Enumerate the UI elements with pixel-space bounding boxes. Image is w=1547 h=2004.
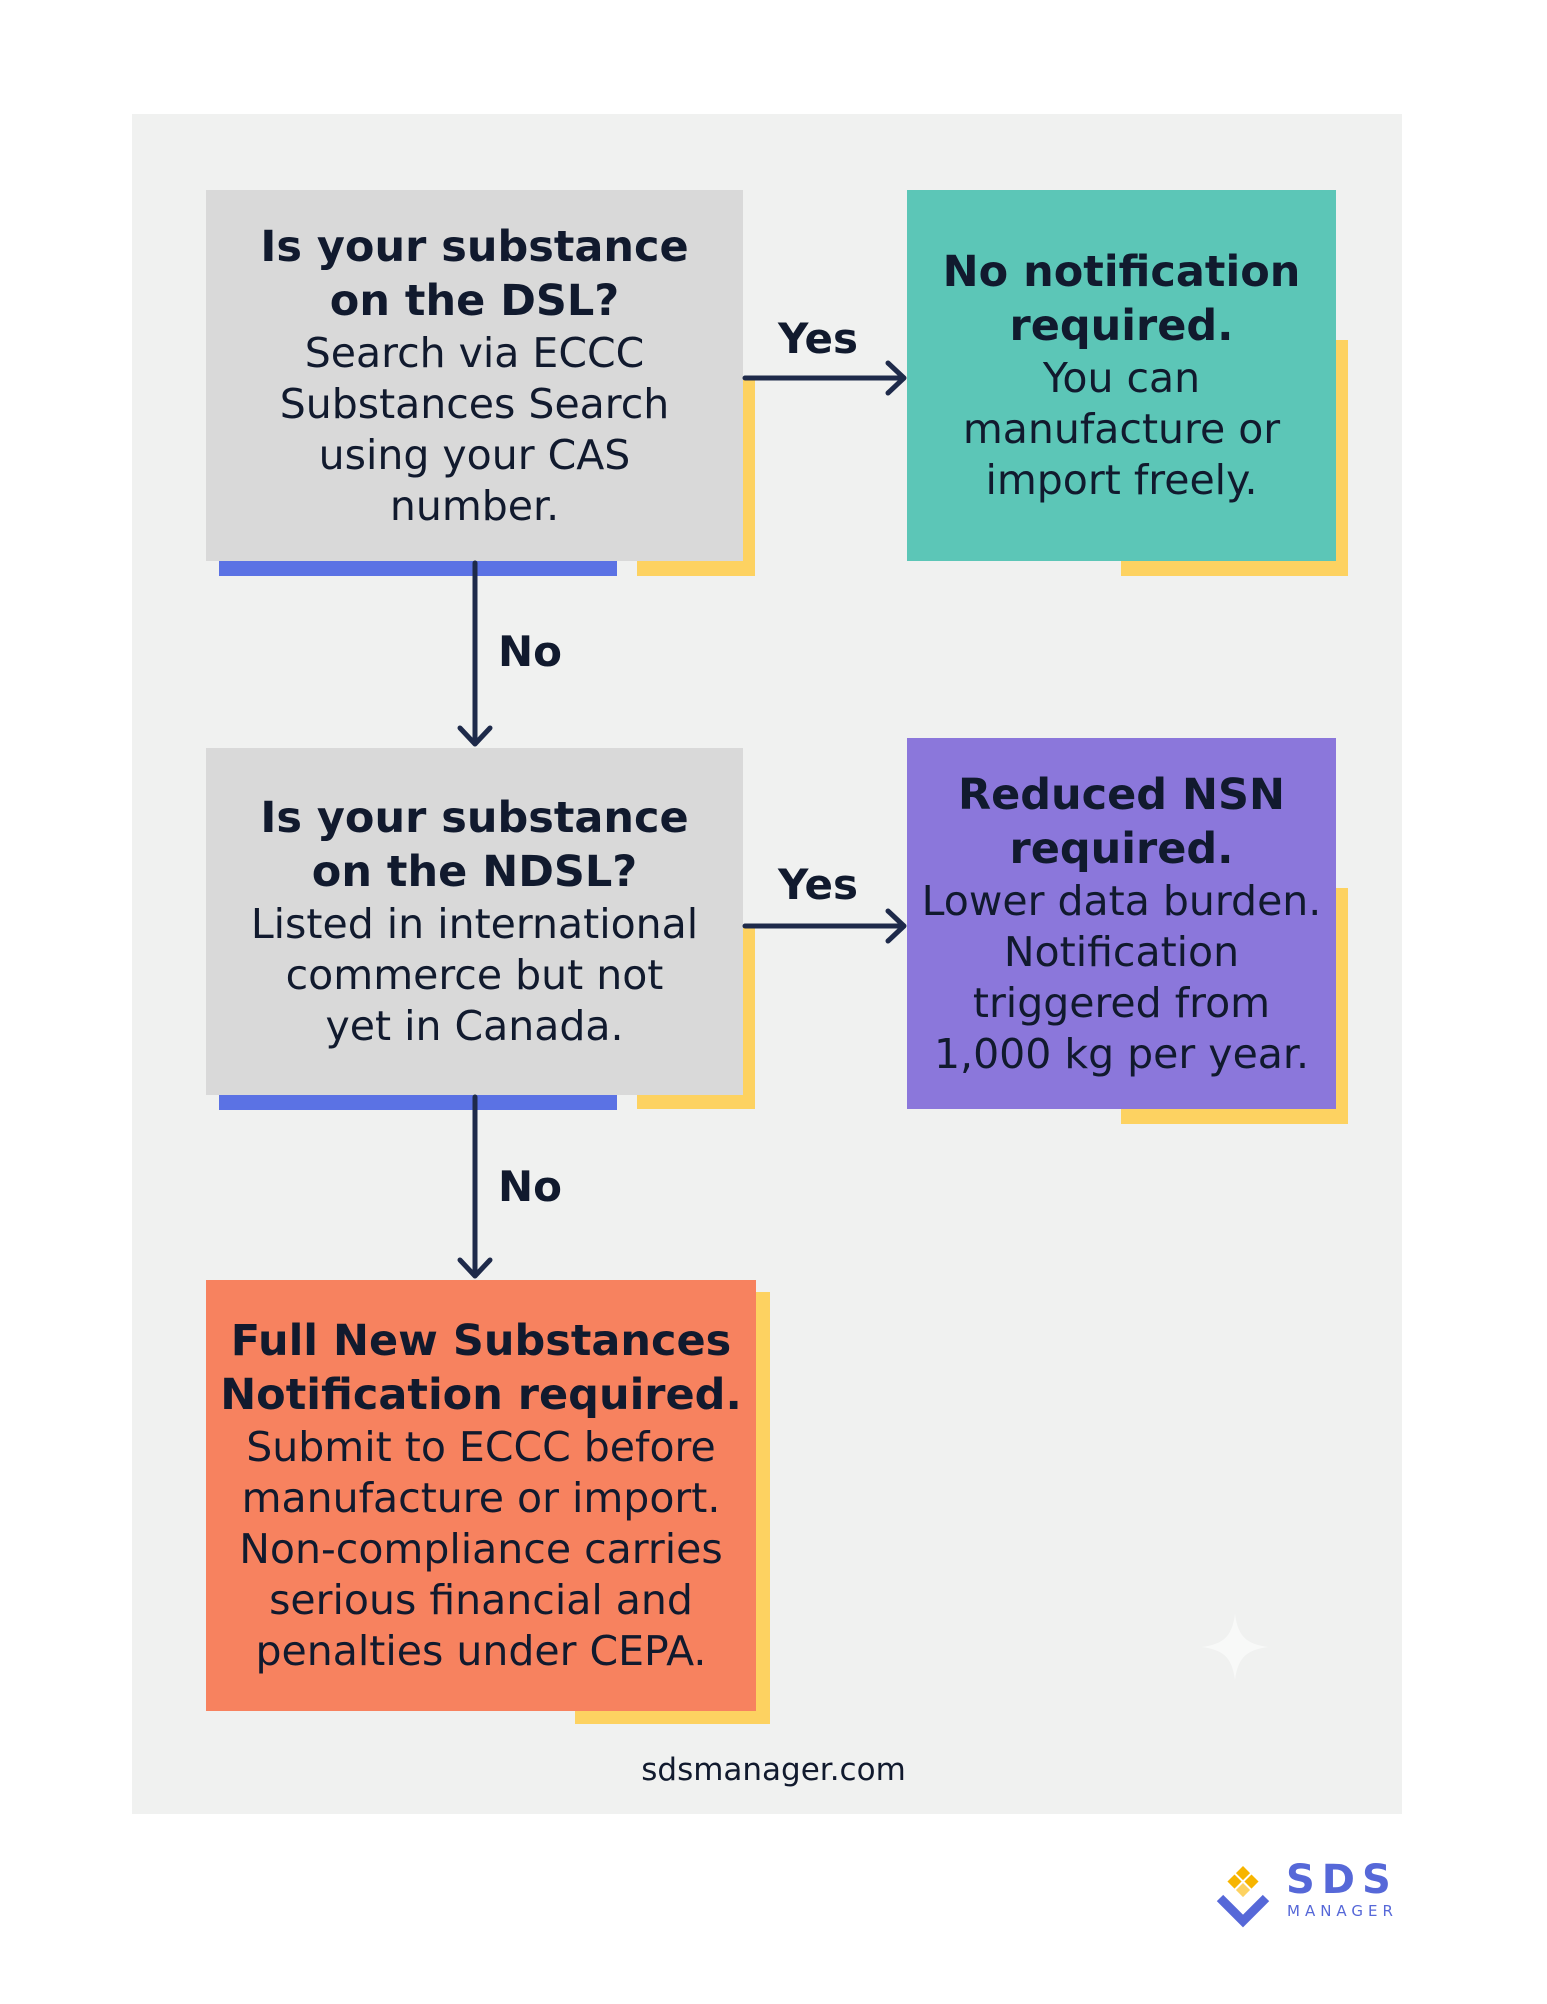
dsl-yes-label: Yes [778, 314, 859, 363]
ndsl-no-label: No [498, 1162, 563, 1211]
full-nsn-title: Full New Substances Notification require… [220, 1316, 742, 1420]
ndsl-question-body: Listed in international commerce but not… [250, 900, 699, 1050]
dsl-no-arrow [457, 560, 493, 747]
logo-diamond-icon [1216, 1866, 1270, 1928]
sparkle-icon [1202, 1614, 1268, 1680]
dsl-question-accent-blue [219, 560, 617, 576]
no-notification-title: No notification required. [942, 247, 1301, 351]
reduced-nsn-box: Reduced NSN required. Lower data burden.… [907, 738, 1336, 1109]
ndsl-question-accent-blue [219, 1094, 617, 1110]
full-nsn-body: Submit to ECCC before manufacture or imp… [239, 1423, 723, 1675]
ndsl-yes-label: Yes [778, 860, 859, 909]
dsl-no-label: No [498, 627, 563, 676]
dsl-yes-arrow [742, 360, 907, 396]
full-nsn-box: Full New Substances Notification require… [206, 1280, 756, 1711]
ndsl-question-box: Is your substance on the NDSL? Listed in… [206, 748, 743, 1095]
dsl-question-title: Is your substance on the DSL? [260, 221, 689, 326]
footer-url: sdsmanager.com [641, 1752, 906, 1788]
ndsl-yes-arrow [742, 908, 907, 944]
reduced-nsn-title: Reduced NSN required. [957, 769, 1285, 874]
no-notification-box: No notification required. You can manufa… [907, 190, 1336, 561]
dsl-question-body: Search via ECCC Substances Search using … [279, 328, 670, 530]
dsl-question-box: Is your substance on the DSL? Search via… [206, 190, 743, 561]
logo-name: SDS [1286, 1857, 1398, 1903]
ndsl-no-arrow [457, 1094, 493, 1279]
reduced-nsn-body: Lower data burden. Notification triggere… [921, 876, 1322, 1078]
logo-sub: MANAGER [1287, 1902, 1398, 1920]
sds-manager-logo: SDS MANAGER [1208, 1858, 1408, 1928]
ndsl-question-title: Is your substance on the NDSL? [260, 793, 689, 897]
no-notification-body: You can manufacture or import freely. [962, 354, 1281, 504]
